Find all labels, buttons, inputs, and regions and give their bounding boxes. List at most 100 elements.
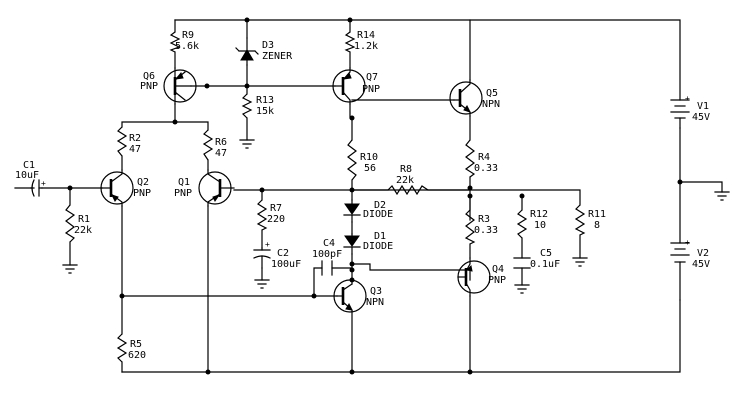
label-q6-val: PNP (140, 81, 158, 92)
label-r3-ref: R3 (478, 214, 490, 225)
capacitors: + + (30, 179, 531, 276)
transistor-Q2 (100, 169, 134, 207)
transistor-Q5 (449, 79, 483, 117)
label-d1-ref: D1 (374, 231, 386, 242)
label-c1-val: 10uF (15, 170, 39, 181)
label-q4-val: PNP (488, 275, 506, 286)
diodes (235, 37, 361, 255)
label-d2-val: DIODE (363, 209, 393, 220)
batteries: + + (670, 94, 690, 301)
label-c4-ref: C4 (323, 238, 335, 249)
transistor-Q3 (333, 279, 367, 313)
label-q6-ref: Q6 (143, 71, 155, 82)
label-q1-val: PNP (174, 188, 192, 199)
label-q7-val: PNP (362, 84, 380, 95)
resistor-R9 (169, 31, 181, 53)
grounds (62, 139, 730, 294)
label-r14-val: 1.2k (354, 41, 378, 52)
label-q4-ref: Q4 (492, 264, 504, 275)
label-r7-val: 220 (267, 214, 285, 225)
label-r10-ref: R10 (360, 152, 378, 163)
label-r3-val: 0.33 (474, 225, 498, 236)
label-q2-val: PNP (133, 188, 151, 199)
label-r2-val: 47 (129, 144, 141, 155)
label-r13-ref: R13 (256, 95, 274, 106)
resistor-R12 (516, 209, 528, 239)
resistor-R8 (387, 184, 429, 196)
label-d2-ref: D2 (374, 200, 386, 211)
label-q7-ref: Q7 (366, 72, 378, 83)
ground-supply (714, 191, 730, 201)
c1-plus: + (41, 179, 46, 188)
capacitor-C1: + (30, 179, 46, 197)
label-q5-ref: Q5 (486, 88, 498, 99)
transistors (100, 67, 491, 313)
label-c5-ref: C5 (540, 248, 552, 259)
label-q1-ref: Q1 (178, 177, 190, 188)
label-r14-ref: R14 (357, 30, 375, 41)
c2-plus: + (265, 240, 270, 249)
battery-V1: + (670, 94, 690, 129)
resistor-R6 (202, 129, 214, 161)
label-r5-val: 620 (128, 350, 146, 361)
label-r9-ref: R9 (182, 30, 194, 41)
ground-r13 (239, 139, 255, 149)
label-r4-val: 0.33 (474, 163, 498, 174)
capacitor-C4 (321, 260, 333, 276)
label-c2-val: 100uF (271, 259, 301, 270)
label-r13-val: 15k (256, 106, 274, 117)
resistor-R7 (256, 199, 268, 231)
label-r8-val: 22k (396, 175, 414, 186)
label-r5-ref: R5 (130, 339, 142, 350)
ground-c5 (514, 284, 530, 294)
resistor-R5 (116, 333, 128, 363)
label-c2-ref: C2 (277, 248, 289, 259)
resistor-R10 (347, 139, 357, 181)
label-r2-ref: R2 (129, 133, 141, 144)
transistor-Q7 (332, 67, 366, 105)
label-r12-val: 10 (534, 220, 546, 231)
ground-r11 (572, 257, 588, 267)
label-q3-ref: Q3 (370, 286, 382, 297)
v2-plus: + (685, 238, 690, 247)
label-r9-val: 5.6k (175, 41, 199, 52)
zener-D3 (235, 37, 259, 66)
battery-V2: + (670, 238, 690, 301)
label-r11-val: 8 (594, 220, 600, 231)
label-c1-ref: C1 (23, 160, 35, 171)
label-r8-ref: R8 (400, 164, 412, 175)
resistors (64, 31, 586, 363)
v1-plus: + (685, 94, 690, 103)
label-r7-ref: R7 (270, 203, 282, 214)
diode-D2 (343, 199, 361, 223)
label-c4-val: 100pF (312, 249, 342, 260)
label-r1-ref: R1 (78, 214, 90, 225)
resistor-R11 (574, 204, 586, 236)
resistor-R14 (344, 31, 356, 53)
label-r11-ref: R11 (588, 209, 606, 220)
diode-D1 (343, 233, 361, 255)
resistor-R13 (241, 93, 253, 119)
label-v2-val: 45V (692, 259, 710, 270)
label-r10-val: 56 (364, 163, 376, 174)
transistor-Q4 (457, 257, 491, 297)
label-q3-val: NPN (366, 297, 384, 308)
junction-dots (67, 17, 683, 375)
transistor-Q6 (163, 67, 197, 105)
label-r12-ref: R12 (530, 209, 548, 220)
label-q5-val: NPN (482, 99, 500, 110)
label-r6-ref: R6 (215, 137, 227, 148)
label-d3-val: ZENER (262, 51, 293, 62)
resistor-R4 (464, 139, 476, 178)
label-v1-val: 45V (692, 112, 710, 123)
capacitor-C2: + (253, 240, 271, 269)
resistor-R3 (464, 209, 476, 245)
label-v2-ref: V2 (697, 248, 709, 259)
resistor-R2 (116, 126, 128, 157)
label-r1-val: 22k (74, 225, 92, 236)
ground-r1 (62, 264, 78, 274)
label-q2-ref: Q2 (137, 177, 149, 188)
component-labels: R9 5.6k D3 ZENER R14 1.2k Q6 PNP Q7 PNP … (15, 30, 710, 361)
label-r6-val: 47 (215, 148, 227, 159)
